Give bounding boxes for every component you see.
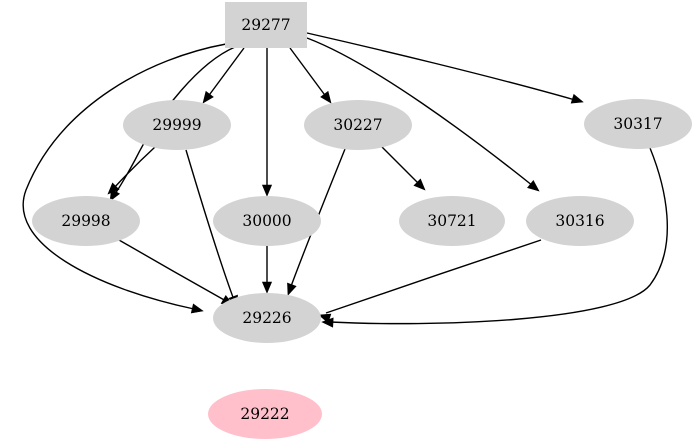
edge-line	[112, 146, 156, 190]
edge-30227-to-30721	[379, 144, 426, 191]
node-ellipse-shape[interactable]	[213, 196, 321, 246]
edge-line	[185, 149, 235, 301]
node-box-shape[interactable]	[225, 2, 307, 48]
arrowhead-icon	[527, 179, 540, 192]
node-label: 30721	[427, 212, 476, 230]
arrowhead-icon	[190, 303, 204, 314]
arrowhead-icon	[287, 282, 297, 296]
arrowhead-icon	[320, 90, 332, 104]
edges-layer	[22, 32, 668, 328]
arrowhead-icon	[570, 93, 584, 104]
edge-29277-to-29226	[22, 43, 227, 314]
edge-line	[325, 239, 542, 314]
edge-29277-to-30316	[306, 37, 540, 192]
graph-node-30316[interactable]: 30316	[526, 196, 634, 246]
node-ellipse-shape[interactable]	[526, 196, 634, 246]
arrowhead-icon	[413, 178, 426, 191]
edge-29999-to-29998	[107, 146, 156, 195]
node-ellipse-shape[interactable]	[213, 293, 321, 343]
node-ellipse-shape[interactable]	[304, 100, 412, 150]
graph-node-29999[interactable]: 29999	[123, 100, 231, 150]
edge-line	[206, 47, 245, 99]
edge-line	[289, 47, 328, 99]
node-label: 30227	[333, 116, 382, 134]
arrowhead-icon	[202, 90, 214, 104]
node-ellipse-shape[interactable]	[32, 196, 140, 246]
node-label: 29226	[242, 309, 291, 327]
arrowhead-icon	[107, 182, 120, 195]
edge-line	[329, 147, 668, 325]
node-label: 29222	[240, 405, 289, 423]
node-label: 30000	[242, 212, 291, 230]
nodes-layer: 29277 29999 30227 30317 29998 30000 30721 30316…	[32, 2, 692, 439]
node-ellipse-shape[interactable]	[584, 99, 692, 149]
node-label: 30316	[555, 212, 604, 230]
graph-node-30227[interactable]: 30227	[304, 100, 412, 150]
graph-node-29222[interactable]: 29222	[208, 389, 322, 439]
edge-line	[379, 144, 421, 186]
edge-line	[118, 239, 227, 302]
graph-node-29226[interactable]: 29226	[213, 293, 321, 343]
edge-29277-to-29999	[202, 47, 245, 104]
node-ellipse-shape[interactable]	[123, 100, 231, 150]
node-ellipse-shape[interactable]	[208, 389, 322, 439]
edge-29998-to-29226	[118, 239, 234, 306]
node-ellipse-shape[interactable]	[399, 196, 505, 246]
graph-node-29277[interactable]: 29277	[225, 2, 307, 48]
edge-line	[22, 43, 227, 310]
edge-line	[306, 32, 576, 101]
graph-node-30317[interactable]: 30317	[584, 99, 692, 149]
edge-30000-to-29226	[261, 246, 273, 294]
node-label: 30317	[613, 115, 662, 133]
graph-node-30000[interactable]: 30000	[213, 196, 321, 246]
edge-29277-to-30227	[289, 47, 332, 104]
node-label: 29998	[61, 212, 110, 230]
node-label: 29277	[241, 16, 290, 34]
arrowhead-icon	[321, 317, 334, 328]
edge-29277-to-30317	[306, 32, 584, 104]
arrowhead-icon	[261, 184, 273, 197]
edge-30317-to-29226	[321, 147, 668, 328]
node-label: 29999	[152, 116, 201, 134]
edge-29277-to-30000	[261, 48, 273, 197]
graph-node-29998[interactable]: 29998	[32, 196, 140, 246]
edge-30316-to-29226	[318, 239, 542, 324]
edge-line	[306, 37, 534, 187]
arrowhead-icon	[261, 281, 273, 294]
graph-node-30721[interactable]: 30721	[399, 196, 505, 246]
